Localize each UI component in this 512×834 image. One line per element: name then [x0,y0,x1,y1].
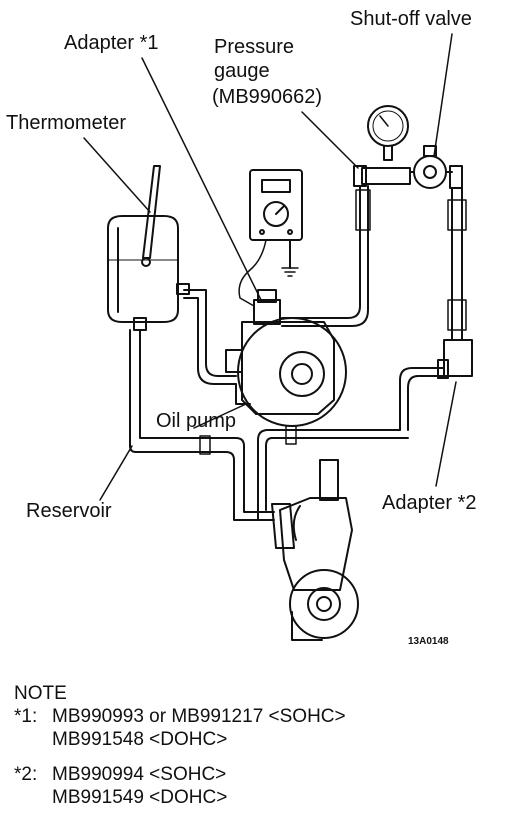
oil-pump-label: Oil pump [156,410,237,432]
pressure-gauge-label-line1: Pressure [214,36,295,58]
steering-gear-box [271,459,359,641]
note-item-2-line-2: MB991549 <DOHC> [52,787,228,808]
note-item-1: *1: MB990993 or MB991217 <SOHC> [14,705,346,728]
note-item-2-mark: *2: [14,764,38,785]
note-block: NOTE *1: MB990993 or MB991217 <SOHC> MB9… [14,682,346,809]
reservoir-tank [107,215,190,331]
pressure-gauge-label-line3: (MB990662) [212,86,323,108]
shut-off-valve-label: Shut-off valve [350,8,472,30]
multimeter [238,169,303,307]
figure-code: 13A0148 [408,636,449,647]
leader-lines [83,33,457,501]
thermometer-label: Thermometer [6,112,127,134]
note-title: NOTE [14,683,67,704]
shut-off-valve [409,145,463,189]
thermometer [141,165,161,267]
note-item-1-line-2: MB991548 <DOHC> [52,729,228,750]
note-item-1-mark: *1: [14,706,38,727]
pressure-gauge-label-line2: gauge [214,60,270,82]
note-item-2: *2: MB990994 <SOHC> [14,763,346,786]
adapter1-label: Adapter *1 [64,32,159,54]
note-item-2-line-1: MB990994 <SOHC> [52,764,227,785]
adapter2-label: Adapter *2 [382,492,477,514]
note-item-1-line-1: MB990993 or MB991217 <SOHC> [52,706,346,727]
pressure-gauge [353,105,411,187]
power-steering-pressure-test-diagram [83,33,473,641]
reservoir-label: Reservoir [26,500,112,522]
